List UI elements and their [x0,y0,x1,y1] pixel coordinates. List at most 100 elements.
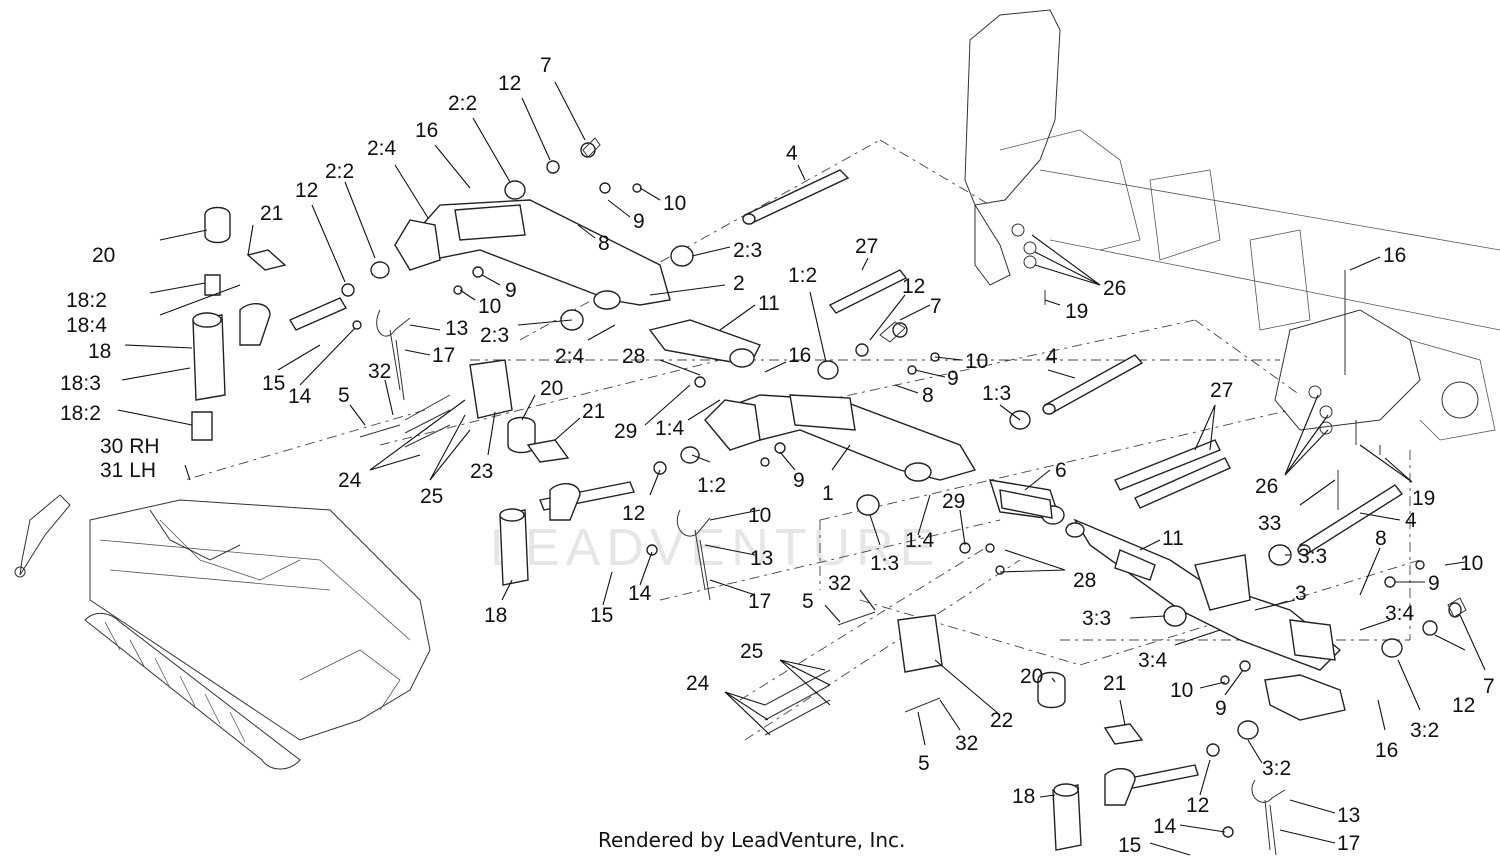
callout-label: 2:3 [480,324,509,347]
callout-labels: 7 12 2:2 16 2:4 2:2 12 21 20 18:2 18:4 1… [60,54,1495,857]
callout-label: 5 [918,752,930,775]
callout-label: 10 [965,350,988,373]
watermark: LEADVENTURE [490,519,940,577]
callout-label: 11 [758,292,780,315]
callout-label: 24 [338,469,362,492]
reel-cutting-unit [14,494,431,770]
callout-label: 15 [1118,834,1141,857]
callout-label: 2:2 [448,92,477,115]
callout-label: 30 RH [100,435,160,458]
callout-label: 7 [540,54,552,77]
callout-label: 16 [415,119,438,142]
callout-label: 28 [1073,569,1096,592]
roller [84,613,301,770]
callout-label: 2:2 [325,160,354,183]
tractor-frame [964,9,1500,441]
callout-label: 14 [288,385,312,408]
callout-label: 12 [498,72,521,95]
callout-label: 29 [614,420,637,443]
callout-label: 21 [260,202,283,225]
callout-label: 21 [582,400,605,423]
callout-label: 15 [590,604,613,627]
callout-label: 7 [1483,675,1495,698]
callout-label: 18:2 [66,289,107,312]
callout-label: 25 [740,640,763,663]
callout-label: 10 [663,192,686,215]
callout-label: 16 [1383,244,1406,267]
callout-label: 27 [855,235,878,258]
callout-label: 13 [445,317,468,340]
callout-label: 7 [930,295,942,318]
callout-label: 1:4 [655,417,685,440]
callout-label: 26 [1103,277,1126,300]
callout-label: 22 [990,709,1013,732]
callout-label: 8 [922,384,934,407]
callout-label: 13 [750,547,773,570]
callout-label: 4 [1405,509,1417,532]
callout-label: 5 [338,384,350,407]
callout-label: 17 [1337,832,1360,855]
callout-label: 33 [1258,512,1281,535]
callout-label: 19 [1412,487,1435,510]
callout-label: 18 [484,604,507,627]
footer-credit: Rendered by LeadVenture, Inc. [598,828,905,852]
dashed-assembly-lines [184,139,1421,741]
callout-label: 20 [92,244,115,267]
pins-and-chains [376,137,1467,856]
callout-label: 3:4 [1385,602,1415,625]
callout-label: 20 [540,377,563,400]
callout-label: 10 [1170,679,1193,702]
callout-label: 20 [1020,665,1043,688]
callout-label: 18 [1012,785,1035,808]
callout-label: 32 [955,732,978,755]
callout-label: 9 [793,469,805,492]
callout-label: 3:2 [1410,719,1439,742]
callout-label: 1:2 [788,264,817,287]
callout-label: 10 [748,504,771,527]
caps-and-sleeves [191,206,1144,851]
callout-label: 32 [828,572,851,595]
callout-label: 18:2 [60,402,101,425]
callout-label: 2:3 [733,239,762,262]
callout-label: 8 [598,232,610,255]
callout-label: 17 [432,344,455,367]
callout-label: 9 [1215,697,1227,720]
callout-label: 12 [1452,694,1475,717]
callout-label: 1 [822,482,834,505]
callout-label: 14 [1153,815,1177,838]
callout-label: 9 [505,279,517,302]
callout-label: 18:3 [60,372,101,395]
callout-label: 31 LH [100,459,156,482]
callout-label: 14 [628,582,652,605]
callout-label: 2 [733,272,745,295]
callout-label: 12 [622,502,645,525]
callout-label: 3:4 [1138,649,1168,672]
callout-label: 1:2 [697,474,726,497]
callout-label: 5 [802,590,814,613]
lift-arm-1 [704,394,1065,525]
callout-label: 28 [622,345,645,368]
leader-lines [117,81,1486,856]
callout-label: 3 [1295,582,1307,605]
callout-label: 3:3 [1298,545,1327,568]
lift-arm-2 [394,199,761,368]
callout-label: 11 [1162,527,1184,550]
callout-label: 9 [1428,572,1440,595]
callout-label: 9 [633,210,645,233]
callout-label: 21 [1103,672,1126,695]
callout-label: 27 [1210,379,1233,402]
callout-label: 10 [1460,552,1483,575]
callout-label: 3:3 [1082,607,1111,630]
shafts [288,169,1404,791]
callout-label: 24 [686,672,710,695]
callout-label: 2:4 [555,345,585,368]
callout-label: 9 [947,367,959,390]
bushings [341,142,1462,838]
callout-label: 13 [1337,804,1360,827]
callout-label: 3:2 [1262,757,1291,780]
callout-label: 1:4 [905,529,935,552]
callout-label: 12 [1186,794,1209,817]
callout-label: 29 [942,490,965,513]
callout-label: 8 [1375,527,1387,550]
callout-label: 16 [1375,739,1398,762]
